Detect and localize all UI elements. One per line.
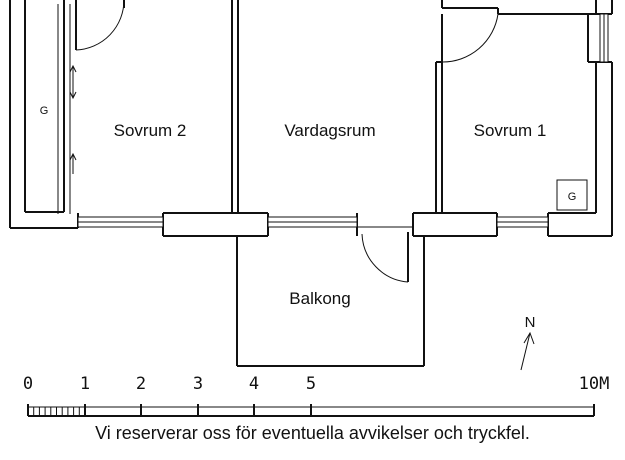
scale-bar: 0 1 2 3 4 5 10M bbox=[23, 374, 610, 417]
room-label-sovrum1: Sovrum 1 bbox=[474, 121, 547, 140]
scale-minor-ticks bbox=[33, 407, 80, 416]
doors bbox=[75, 0, 499, 283]
wardrobe-label-right: G bbox=[568, 191, 577, 203]
windows bbox=[77, 13, 609, 228]
disclaimer-text: Vi reserverar oss för eventuella avvikel… bbox=[95, 423, 530, 443]
north-arrow: N bbox=[520, 314, 536, 371]
wardrobe-box-right bbox=[556, 179, 588, 211]
scale-tick-0: 0 bbox=[23, 374, 33, 394]
scale-tick-2: 2 bbox=[136, 374, 146, 394]
room-label-vardagsrum: Vardagsrum bbox=[284, 121, 375, 140]
scale-tick-3: 3 bbox=[193, 374, 203, 394]
scale-end-label: 10M bbox=[579, 374, 610, 394]
scale-tick-1: 1 bbox=[80, 374, 90, 394]
room-label-balkong: Balkong bbox=[289, 289, 350, 308]
north-label: N bbox=[525, 314, 536, 331]
balcony-outline bbox=[236, 236, 425, 367]
scale-tick-4: 4 bbox=[249, 374, 259, 394]
wardrobe-label-left: G bbox=[40, 105, 49, 117]
interior-walls bbox=[57, 0, 443, 214]
outer-walls bbox=[9, 0, 613, 237]
room-label-sovrum2: Sovrum 2 bbox=[114, 121, 187, 140]
scale-tick-5: 5 bbox=[306, 374, 316, 394]
sliding-door-arrows bbox=[69, 64, 77, 174]
